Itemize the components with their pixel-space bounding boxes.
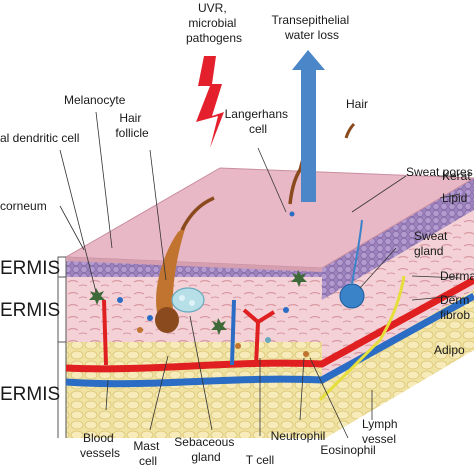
lipid-label: Lipid bbox=[442, 191, 467, 205]
corneum-label: corneum bbox=[0, 199, 47, 213]
eosinophil-label: Eosinophil bbox=[320, 443, 375, 457]
melanocyte-cells bbox=[89, 270, 307, 335]
layer-brackets bbox=[57, 256, 66, 438]
epidermis-layer-label: ERMIS bbox=[0, 258, 60, 279]
hair-strand bbox=[344, 122, 356, 139]
blood-vessel-vein bbox=[65, 292, 474, 388]
langerhans-marker bbox=[289, 211, 295, 217]
water-loss-label: Transepithelial water loss bbox=[272, 13, 353, 42]
hair-follicle-shape bbox=[156, 226, 186, 322]
leader-lines bbox=[59, 111, 461, 439]
neutrophil-label: Neutrophil bbox=[271, 429, 326, 443]
dendritic-cell-label: al dendritic cell bbox=[0, 131, 79, 145]
sebaceous-gland-shape bbox=[171, 287, 205, 313]
melanocyte-label: Melanocyte bbox=[64, 93, 126, 107]
hair-follicle-label: Hair follicle bbox=[115, 111, 149, 140]
adipo-label: Adipo bbox=[434, 343, 465, 357]
hypodermis-layer-label: ERMIS bbox=[0, 384, 60, 405]
derma-label: Derma bbox=[440, 269, 474, 283]
sweat-pores-label: Sweat pores bbox=[406, 165, 473, 179]
immune-cells bbox=[117, 297, 309, 357]
uvr-label: UVR, microbial pathogens bbox=[186, 1, 242, 45]
dermal-fibroblast-label: Derm fibrob bbox=[440, 293, 473, 322]
blood-vessels-label: Blood vessels bbox=[80, 431, 120, 460]
t-cell-label: T cell bbox=[246, 453, 274, 467]
sebaceous-gland-label: Sebaceous gland bbox=[174, 435, 237, 464]
lymph-vessel-label: Lymph vessel bbox=[362, 417, 401, 446]
lymph-vessel bbox=[318, 275, 406, 402]
dermis-layer-label: ERMIS bbox=[0, 300, 60, 321]
lightning-icon bbox=[196, 56, 224, 148]
langerhans-cell-label: Langerhans cell bbox=[225, 107, 292, 136]
sweat-gland-label: Sweat gland bbox=[414, 229, 451, 258]
hair-label: Hair bbox=[346, 97, 368, 111]
kerat-label: Kerat bbox=[442, 169, 471, 183]
blood-vessel-artery bbox=[65, 276, 474, 373]
mast-cell-label: Mast cell bbox=[133, 439, 162, 468]
water-loss-arrow-icon bbox=[292, 50, 325, 202]
skin-block-side bbox=[322, 178, 474, 440]
